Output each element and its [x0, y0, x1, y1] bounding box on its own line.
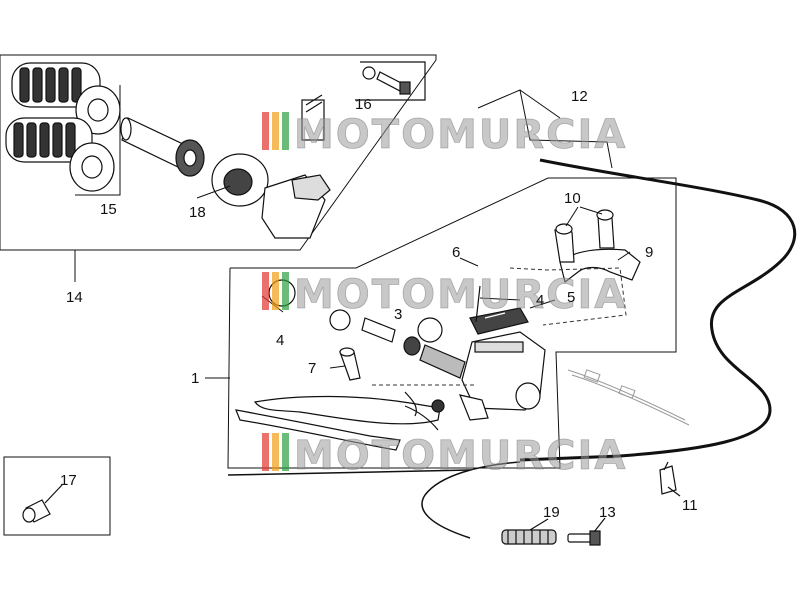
throttle-housing-drawing [211, 94, 331, 239]
part-label-14: 14 [66, 289, 83, 306]
part-label-1: 1 [191, 370, 199, 387]
part-label-7: 7 [308, 360, 316, 377]
part-label-13: 13 [599, 504, 616, 521]
alignment-dashes [372, 267, 627, 386]
watermark-3: MOTOMURCIA [262, 433, 627, 479]
watermark-1: MOTOMURCIA [262, 112, 627, 158]
part-label-12: 12 [571, 88, 588, 105]
watermark-text-3: MOTOMURCIA [294, 433, 627, 479]
leader-lines-10 [565, 206, 603, 227]
watermark-text-2: MOTOMURCIA [294, 272, 627, 318]
throttle-tube-drawing [120, 117, 205, 177]
grip-lower-drawing [5, 117, 115, 192]
part-label-17: 17 [60, 472, 77, 489]
part-label-10: 10 [564, 190, 581, 207]
adjuster-13-drawing [567, 517, 606, 546]
part-label-19: 19 [543, 504, 560, 521]
cable-12-drawing [227, 158, 797, 539]
group-frame-grips [0, 54, 437, 282]
part-label-18: 18 [189, 204, 206, 221]
part-labels: 1 3 4 4 5 6 7 9 10 11 12 13 14 15 16 17 … [60, 88, 698, 521]
master-cylinder-body-drawing [461, 285, 546, 411]
group-frame-17 [3, 456, 111, 536]
clamp-9-drawing [554, 209, 641, 284]
part-label-16: 16 [355, 96, 372, 113]
group-frame-master-cylinder [205, 177, 677, 469]
spring-19-drawing [501, 518, 557, 545]
bolts-7-drawing [339, 347, 489, 421]
watermark-2: MOTOMURCIA [262, 272, 627, 318]
part-label-5: 5 [567, 289, 575, 306]
switch-11-drawing [659, 461, 681, 497]
part-label-4b: 4 [536, 292, 544, 309]
part-label-15: 15 [100, 201, 117, 218]
part-label-11: 11 [682, 497, 698, 514]
grommet-17-drawing [22, 484, 63, 523]
part-label-4a: 4 [276, 332, 284, 349]
frame-12 [477, 89, 613, 169]
part-label-6: 6 [452, 244, 460, 261]
grey-cable-drawing [567, 369, 690, 426]
lever-drawing [235, 395, 441, 451]
grip-upper-drawing [11, 62, 121, 135]
part-label-9: 9 [645, 244, 653, 261]
bolt-set-16-drawing [355, 61, 426, 101]
watermark-text-1: MOTOMURCIA [294, 112, 627, 158]
part-label-3: 3 [394, 306, 402, 323]
